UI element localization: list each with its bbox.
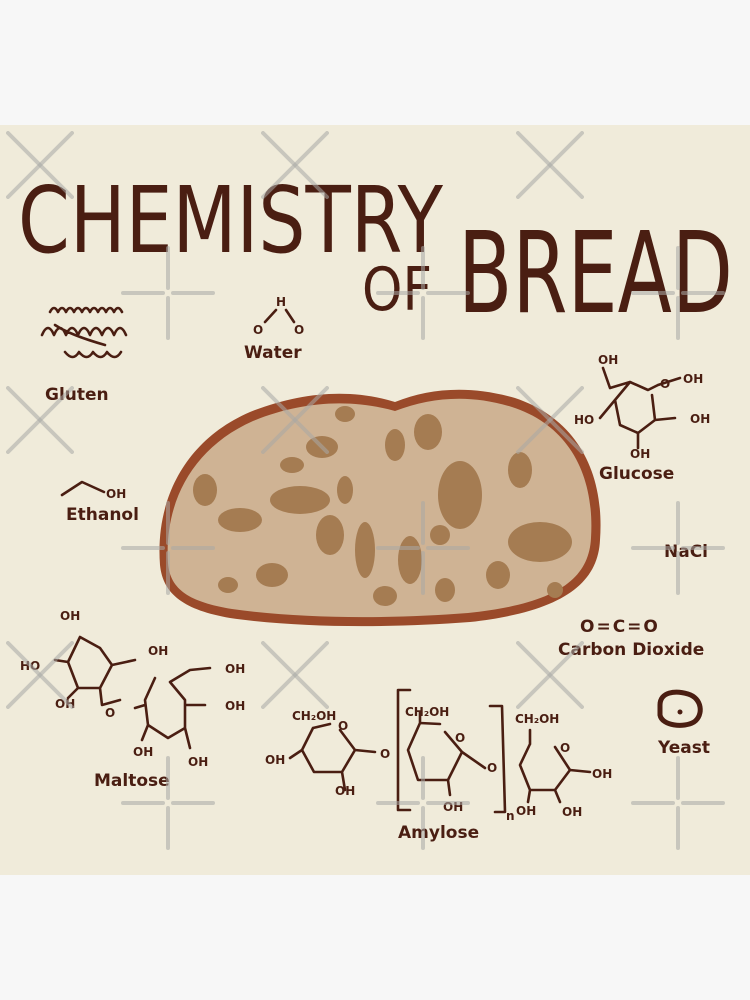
svg-text:CH₂OH: CH₂OH — [292, 709, 336, 723]
ethanol-molecule: OH Ethanol — [60, 480, 139, 525]
yeast-label: Yeast — [657, 738, 710, 758]
glucose-label: Glucose — [599, 464, 674, 484]
svg-text:CH₂OH: CH₂OH — [515, 712, 559, 726]
svg-text:O: O — [487, 761, 497, 775]
svg-text:OH: OH — [148, 644, 168, 658]
co2-formula: O=C=O — [580, 617, 660, 637]
svg-text:OH: OH — [516, 804, 536, 818]
nacl-label: NaCl — [664, 542, 708, 562]
yeast-cell: Yeast — [657, 689, 710, 758]
title-bread: BREAD — [458, 209, 733, 339]
carbon-dioxide-molecule: O=C=O Carbon Dioxide — [558, 617, 704, 660]
title-of: OF — [362, 255, 432, 325]
svg-text:OH: OH — [225, 699, 245, 713]
svg-text:O: O — [560, 741, 570, 755]
svg-text:O: O — [660, 377, 670, 391]
svg-text:OH: OH — [106, 487, 126, 501]
svg-text:OH: OH — [133, 745, 153, 759]
svg-text:n: n — [506, 809, 515, 823]
svg-text:H: H — [276, 295, 286, 309]
svg-text:CH₂OH: CH₂OH — [405, 705, 449, 719]
amylose-label: Amylose — [398, 823, 479, 843]
svg-text:OH: OH — [60, 609, 80, 623]
bread-slice-image — [159, 389, 601, 627]
svg-text:OH: OH — [592, 767, 612, 781]
amylose-molecule: CH₂OH OH OH O CH₂OH OH O CH₂OH OH OH OH … — [265, 688, 612, 843]
svg-text:O: O — [105, 706, 115, 720]
svg-text:OH: OH — [683, 372, 703, 386]
maltose-label: Maltose — [94, 771, 170, 791]
svg-text:O: O — [380, 747, 390, 761]
glucose-molecule: OH OH HO OH OH O Glucose — [574, 353, 710, 484]
svg-text:OH: OH — [188, 755, 208, 769]
svg-text:O: O — [253, 323, 263, 337]
svg-text:OH: OH — [562, 805, 582, 819]
title-chemistry: CHEMISTRY — [18, 167, 444, 274]
watermark-pattern — [6, 131, 725, 850]
svg-text:O: O — [294, 323, 304, 337]
maltose-molecule: OH OH HO OH O OH OH OH OH Maltose — [20, 609, 245, 791]
water-label: Water — [244, 343, 302, 363]
svg-text:O: O — [338, 719, 348, 733]
svg-text:O: O — [455, 731, 465, 745]
svg-text:OH: OH — [690, 412, 710, 426]
water-molecule: H O O Water — [244, 295, 304, 363]
svg-text:OH: OH — [598, 353, 618, 367]
svg-text:HO: HO — [574, 413, 594, 427]
svg-text:OH: OH — [335, 784, 355, 798]
svg-text:OH: OH — [225, 662, 245, 676]
carbon-dioxide-label: Carbon Dioxide — [558, 640, 704, 660]
svg-text:OH: OH — [265, 753, 285, 767]
svg-text:OH: OH — [630, 447, 650, 461]
ethanol-label: Ethanol — [66, 505, 139, 525]
gluten-label: Gluten — [45, 385, 109, 405]
